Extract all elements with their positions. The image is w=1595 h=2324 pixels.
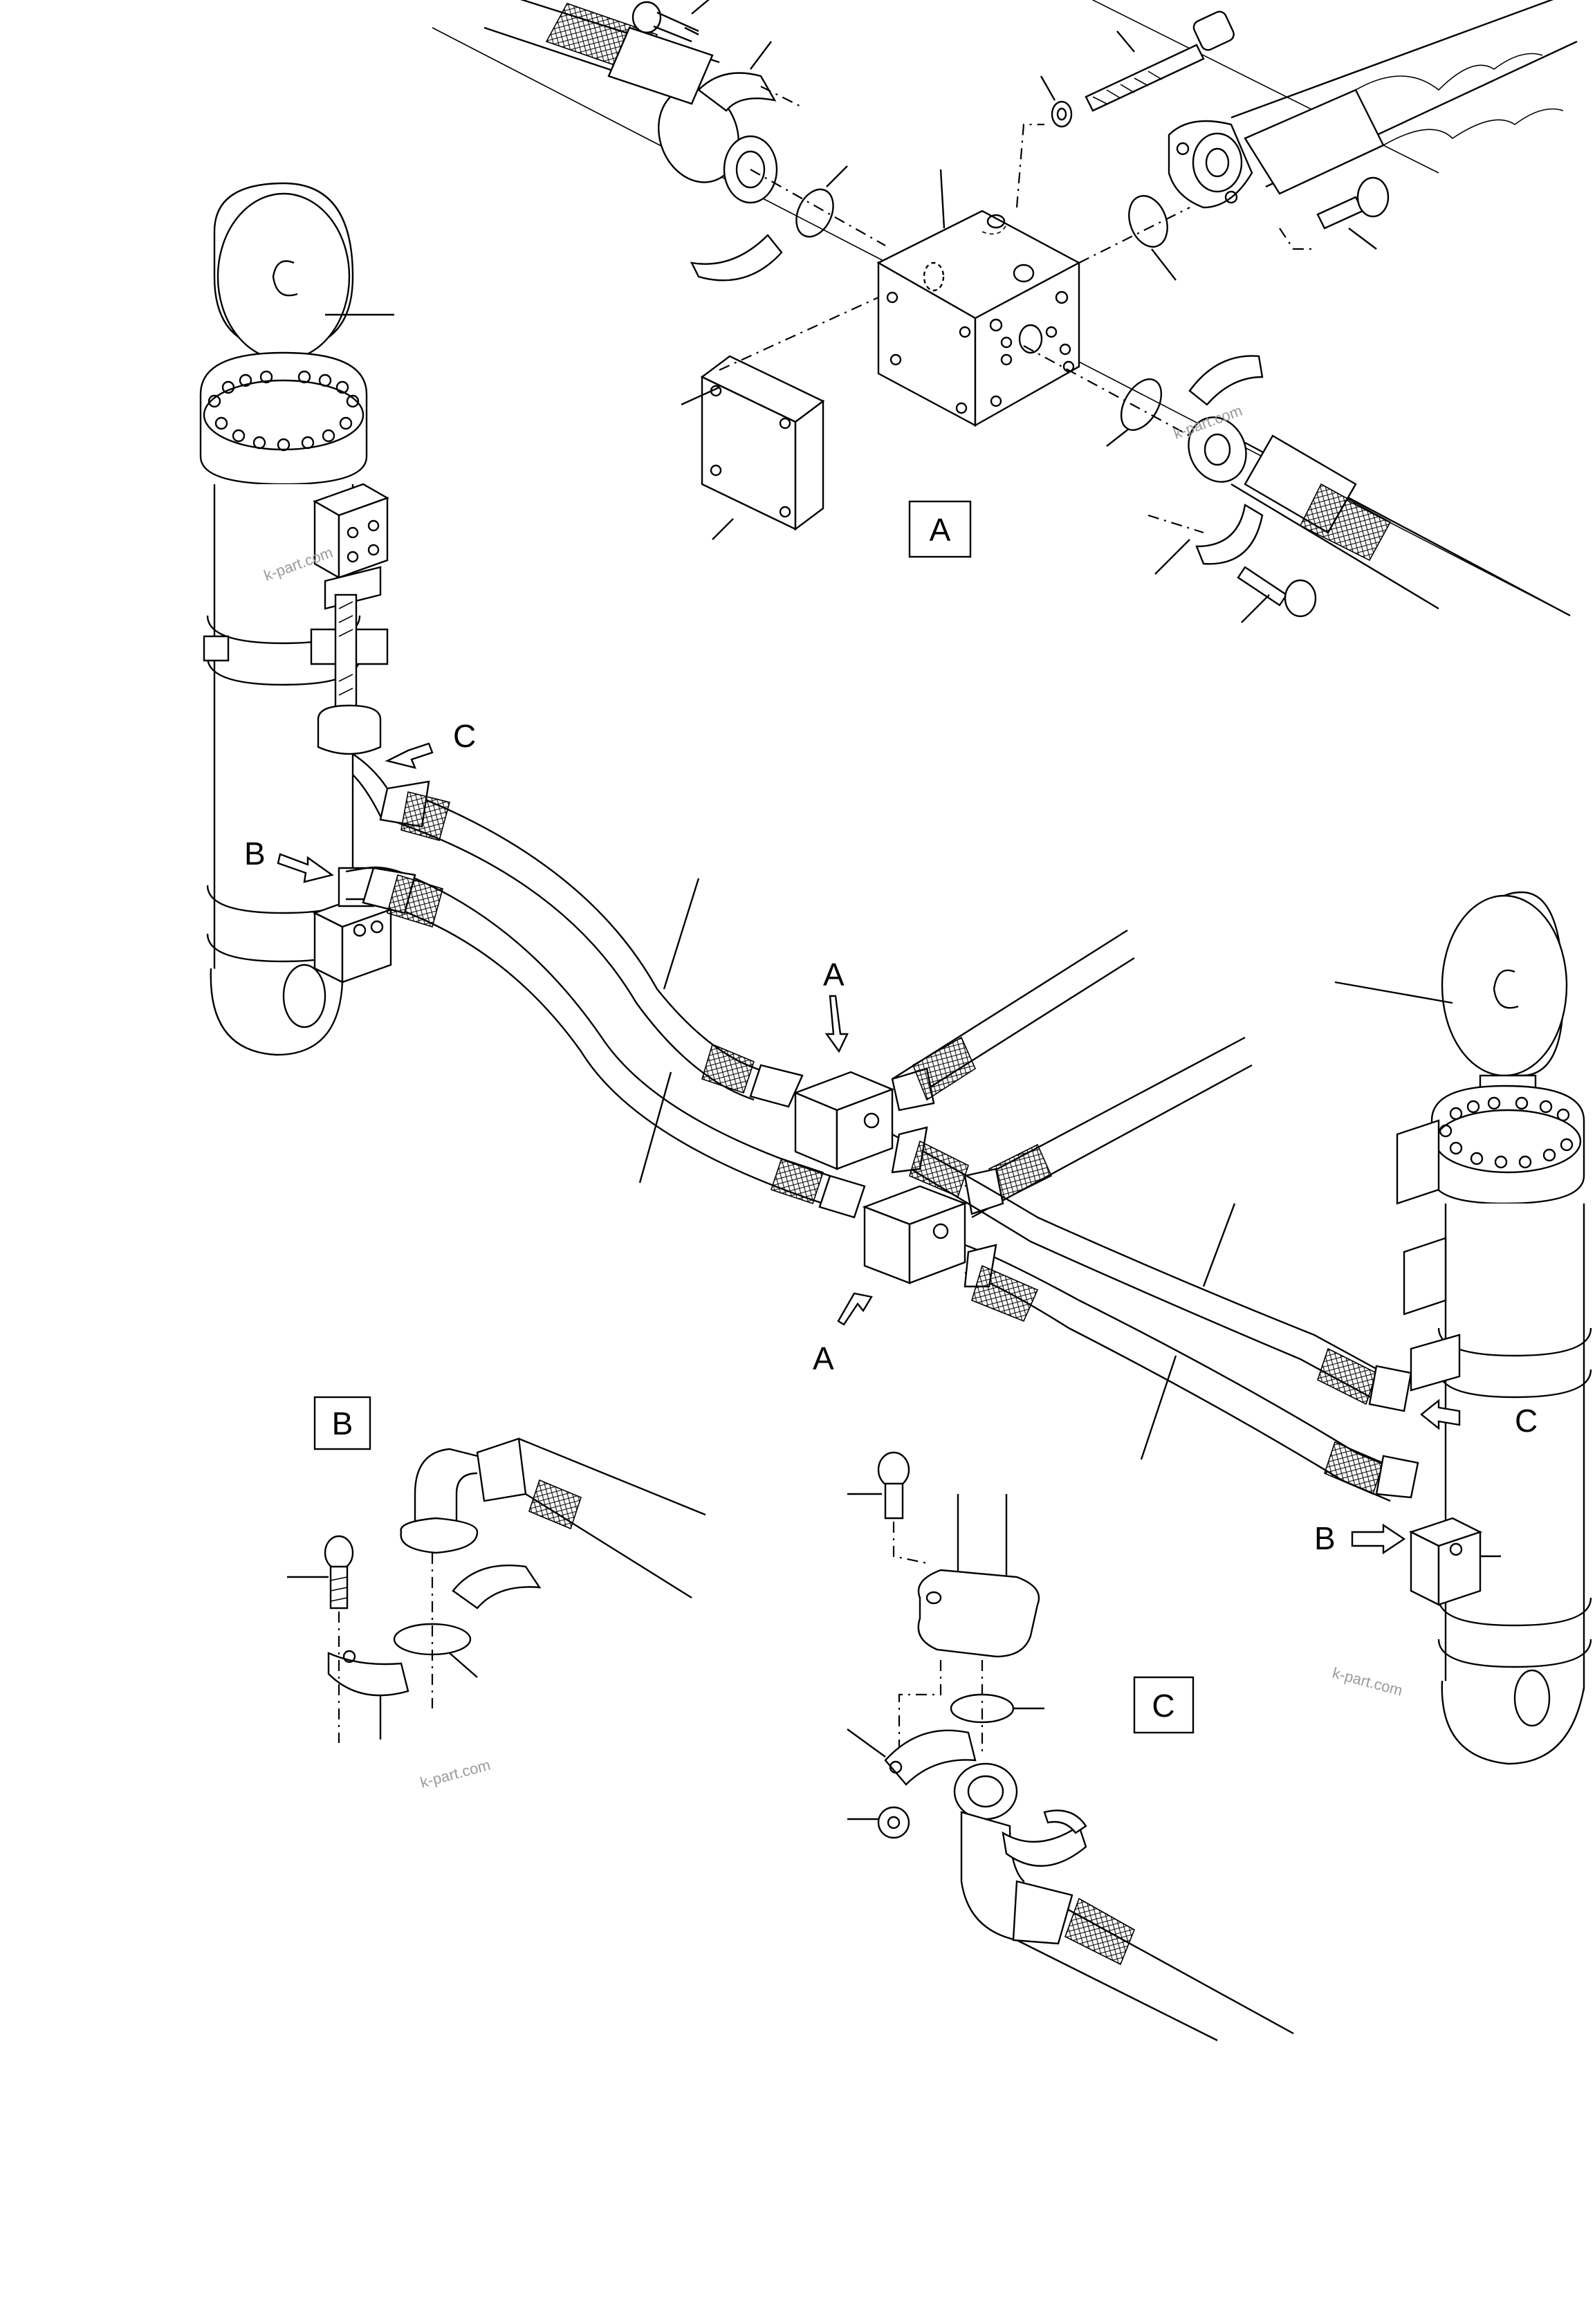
- arrow-b-left-label: B: [244, 836, 266, 872]
- cover-plate: [700, 355, 825, 531]
- manifold-block-lower: [862, 1185, 968, 1284]
- o-ring-lower: [1120, 378, 1163, 431]
- arrow-a-upper: A: [823, 957, 849, 1053]
- watermark: k-part.com: [1331, 1664, 1405, 1699]
- bolt-detail-c: [877, 1451, 910, 1520]
- arrow-a-lower: A: [813, 1292, 873, 1376]
- arrow-c-right: C: [1420, 1399, 1538, 1439]
- o-ring-left: [795, 188, 834, 238]
- arrow-b-left: B: [244, 836, 334, 883]
- arrow-c-left-label: C: [453, 718, 476, 754]
- washer-top: [1051, 100, 1073, 128]
- port-block-right: [1408, 1517, 1483, 1606]
- arrow-c-right-label: C: [1515, 1403, 1538, 1439]
- port-block-left: [312, 894, 394, 984]
- detail-c-assembly: C: [847, 1451, 1294, 2042]
- nut-detail-c: [877, 1806, 910, 1839]
- flange-half-right-bottom: [1195, 504, 1264, 565]
- sensor-block-left: [313, 483, 389, 610]
- detail-b-label: B: [332, 1405, 353, 1441]
- head-bolts: [208, 370, 360, 452]
- arrow-a-lower-label: A: [813, 1340, 834, 1376]
- bolt-top-left: [631, 1, 699, 43]
- right-cylinder: k-part.com: [1331, 891, 1592, 1765]
- detail-a-label-box: [908, 500, 972, 558]
- detail-c-label-box: [1133, 1676, 1195, 1734]
- valve-block: [876, 210, 1081, 427]
- flange-half-c-left: [884, 1729, 977, 1786]
- hose-upper-right: [1168, 0, 1578, 209]
- o-ring-right: [1128, 195, 1168, 248]
- detail-a-assembly: A k-part.com: [432, 0, 1578, 623]
- long-bolt-top: [1085, 10, 1235, 112]
- hoses-main: [345, 753, 1419, 1502]
- flange-half-c-right: [1002, 1809, 1087, 1867]
- detail-b-label-box: [313, 1396, 371, 1450]
- watermark: k-part.com: [418, 1756, 492, 1791]
- bolt-right-top: [1316, 176, 1390, 230]
- flange-half-top-left: [697, 41, 777, 112]
- arrow-b-right: B: [1314, 1520, 1406, 1556]
- detail-c-label: C: [1152, 1688, 1174, 1724]
- flange-half-b-right: [452, 1564, 542, 1610]
- head-bolts-right: [1439, 1096, 1574, 1169]
- arrow-c-left: C: [385, 718, 476, 769]
- left-cylinder: k-part.com: [199, 182, 394, 1056]
- flange-half-b-left: [327, 1650, 409, 1697]
- detail-b-assembly: B k-part.com: [287, 1396, 706, 1791]
- detail-a-label: A: [930, 512, 951, 548]
- arrow-b-right-label: B: [1314, 1520, 1336, 1556]
- hose-lower-right-detailA: [1188, 416, 1571, 617]
- arrow-a-upper-label: A: [823, 957, 845, 993]
- flange-half-lower-left: [690, 234, 783, 282]
- hose-upper-left: [483, 0, 778, 204]
- bolt-detail-b: [324, 1535, 354, 1610]
- manifold-block-upper: [793, 1071, 895, 1170]
- bolt-lower-right: [1237, 566, 1317, 618]
- flange-half-right-top: [1188, 355, 1264, 406]
